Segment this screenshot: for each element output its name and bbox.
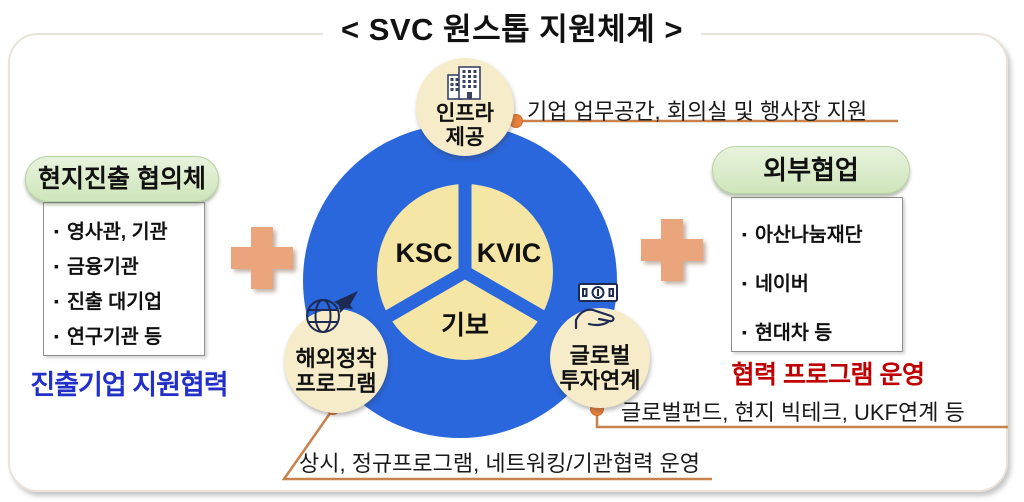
satellite-infra-label: 인프라 제공 <box>436 102 494 149</box>
left-panel-header: 현지진출 협의체 <box>25 156 219 202</box>
plus-icon-left-bar <box>231 247 293 269</box>
right-panel-footer: 협력 프로그램 운영 <box>731 361 925 389</box>
annotation-infra: 기업 업무공간, 회의실 및 행사장 지원 <box>527 99 868 124</box>
segment-label-ksc: KSC <box>395 238 453 268</box>
page-title: < SVC 원스톱 지원체계 > <box>322 4 702 49</box>
building-icon <box>447 66 481 101</box>
segment-label-kvic: KVIC <box>476 238 542 268</box>
satellite-investment-label: 글로벌 투자연계 <box>559 343 641 393</box>
satellite-settlement-label: 해외정착 프로그램 <box>295 346 377 396</box>
globe-plane-icon <box>306 291 358 333</box>
left-panel-box: 영사관, 기관 금융기관 진출 대기업 연구기관 등 <box>43 202 205 356</box>
satellite-settlement: 해외정착 프로그램 <box>284 291 388 413</box>
annotation-settlement: 상시, 정규프로그램, 네트워킹/기관협력 운영 <box>299 451 700 476</box>
pie-slots <box>378 176 552 326</box>
left-panel-footer: 진출기업 지원협력 <box>30 370 228 400</box>
list-item: 연구기관 등 <box>54 320 204 355</box>
money-hand-icon <box>574 283 618 330</box>
list-item: 네이버 <box>742 259 902 308</box>
plus-icon-left <box>231 227 293 289</box>
satellite-investment: 글로벌 투자연계 <box>550 283 650 408</box>
plus-icon-right-bar <box>641 239 703 261</box>
right-panel-box: 아산나눔재단 네이버 현대차 등 <box>731 197 903 352</box>
list-item: 현대차 등 <box>742 308 902 357</box>
segment-label-gibo: 기보 <box>441 310 489 340</box>
left-panel-list: 영사관, 기관 금융기관 진출 대기업 연구기관 등 <box>44 203 204 355</box>
list-item: 금융기관 <box>54 250 204 285</box>
satellite-infra: 인프라 제공 <box>416 58 514 156</box>
list-item: 영사관, 기관 <box>54 215 204 250</box>
plus-icon-right <box>641 219 703 281</box>
annotation-investment: 글로벌펀드, 현지 빅테크, UKF연계 등 <box>621 400 965 425</box>
right-panel-header: 외부협업 <box>712 146 910 194</box>
list-item: 아산나눔재단 <box>742 210 902 259</box>
list-item: 진출 대기업 <box>54 285 204 320</box>
right-panel-list: 아산나눔재단 네이버 현대차 등 <box>732 198 902 357</box>
